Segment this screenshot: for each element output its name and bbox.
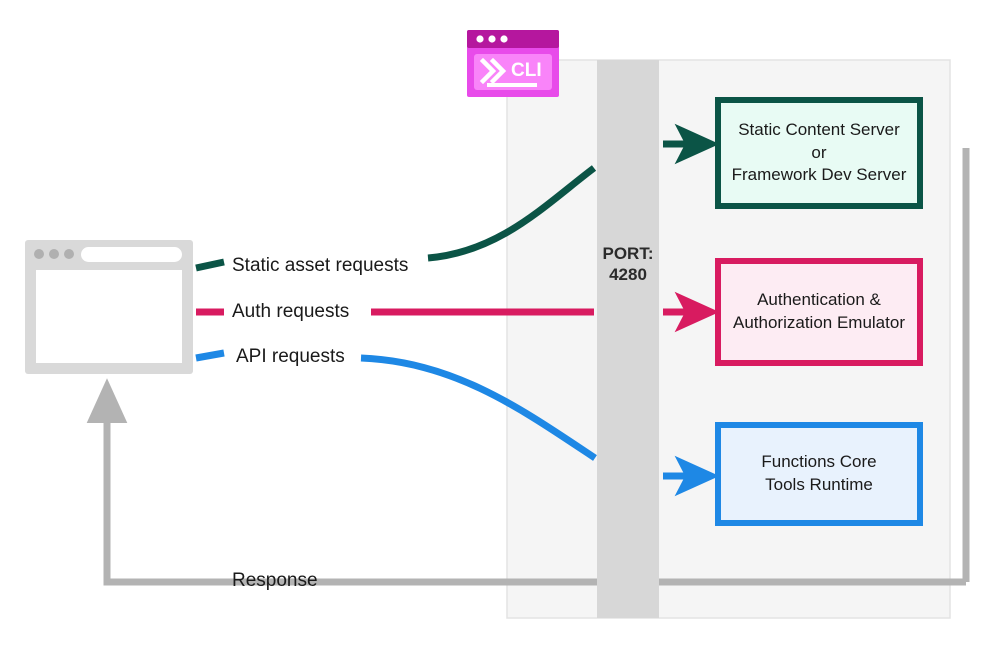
cli-chevron-2-icon	[489, 57, 507, 85]
functions-core-tools-line-2: Tools Runtime	[765, 475, 873, 494]
static-content-server-line-1: Static Content Server	[738, 120, 900, 140]
browser-dot-2	[49, 249, 59, 259]
static-request-stub	[195, 258, 225, 272]
browser-viewport	[36, 270, 182, 363]
static-content-server-line-2: or	[811, 142, 827, 162]
static-content-server-text: Static Content Server or Framework Dev S…	[724, 119, 915, 187]
functions-core-tools-line-1: Functions Core	[761, 452, 877, 472]
functions-core-tools-node[interactable]: Functions Core Tools Runtime	[715, 422, 923, 526]
static-content-server-line-3: Framework Dev Server	[731, 165, 907, 185]
port-number: 4280	[609, 265, 647, 285]
auth-emulator-node[interactable]: Authentication & Authorization Emulator	[715, 258, 923, 366]
static-content-server-node[interactable]: Static Content Server or Framework Dev S…	[715, 97, 923, 209]
cli-dot-1	[476, 35, 484, 43]
auth-requests-label: Auth requests	[232, 301, 350, 322]
cli-titlebar	[467, 30, 559, 48]
port-bar	[597, 60, 659, 618]
port-caption: PORT:	[602, 244, 654, 263]
auth-emulator-line-2: Authorization Emulator	[733, 313, 905, 332]
browser-window	[25, 240, 193, 374]
auth-emulator-line-1: Authentication &	[757, 290, 881, 310]
browser-dot-1	[34, 249, 44, 259]
cli-icon: CLI	[467, 30, 559, 97]
cli-chevron-1-icon	[479, 57, 497, 85]
response-line	[86, 378, 966, 586]
static-asset-request-line	[427, 165, 597, 262]
cli-label: CLI	[511, 60, 542, 81]
response-label: Response	[232, 570, 318, 591]
auth-emulator-text: Authentication & Authorization Emulator	[725, 289, 913, 334]
functions-core-tools-text: Functions Core Tools Runtime	[753, 451, 884, 496]
cli-dot-2	[488, 35, 496, 43]
browser-dot-3	[64, 249, 74, 259]
port-label: PORT: 4280	[597, 243, 659, 286]
cli-dot-3	[500, 35, 508, 43]
browser-address-bar	[81, 247, 182, 262]
api-requests-label: API requests	[236, 346, 345, 367]
api-request-line	[360, 354, 597, 461]
static-asset-requests-label: Static asset requests	[232, 255, 409, 276]
cli-cursor-underline	[487, 83, 537, 87]
api-request-stub	[195, 349, 225, 362]
